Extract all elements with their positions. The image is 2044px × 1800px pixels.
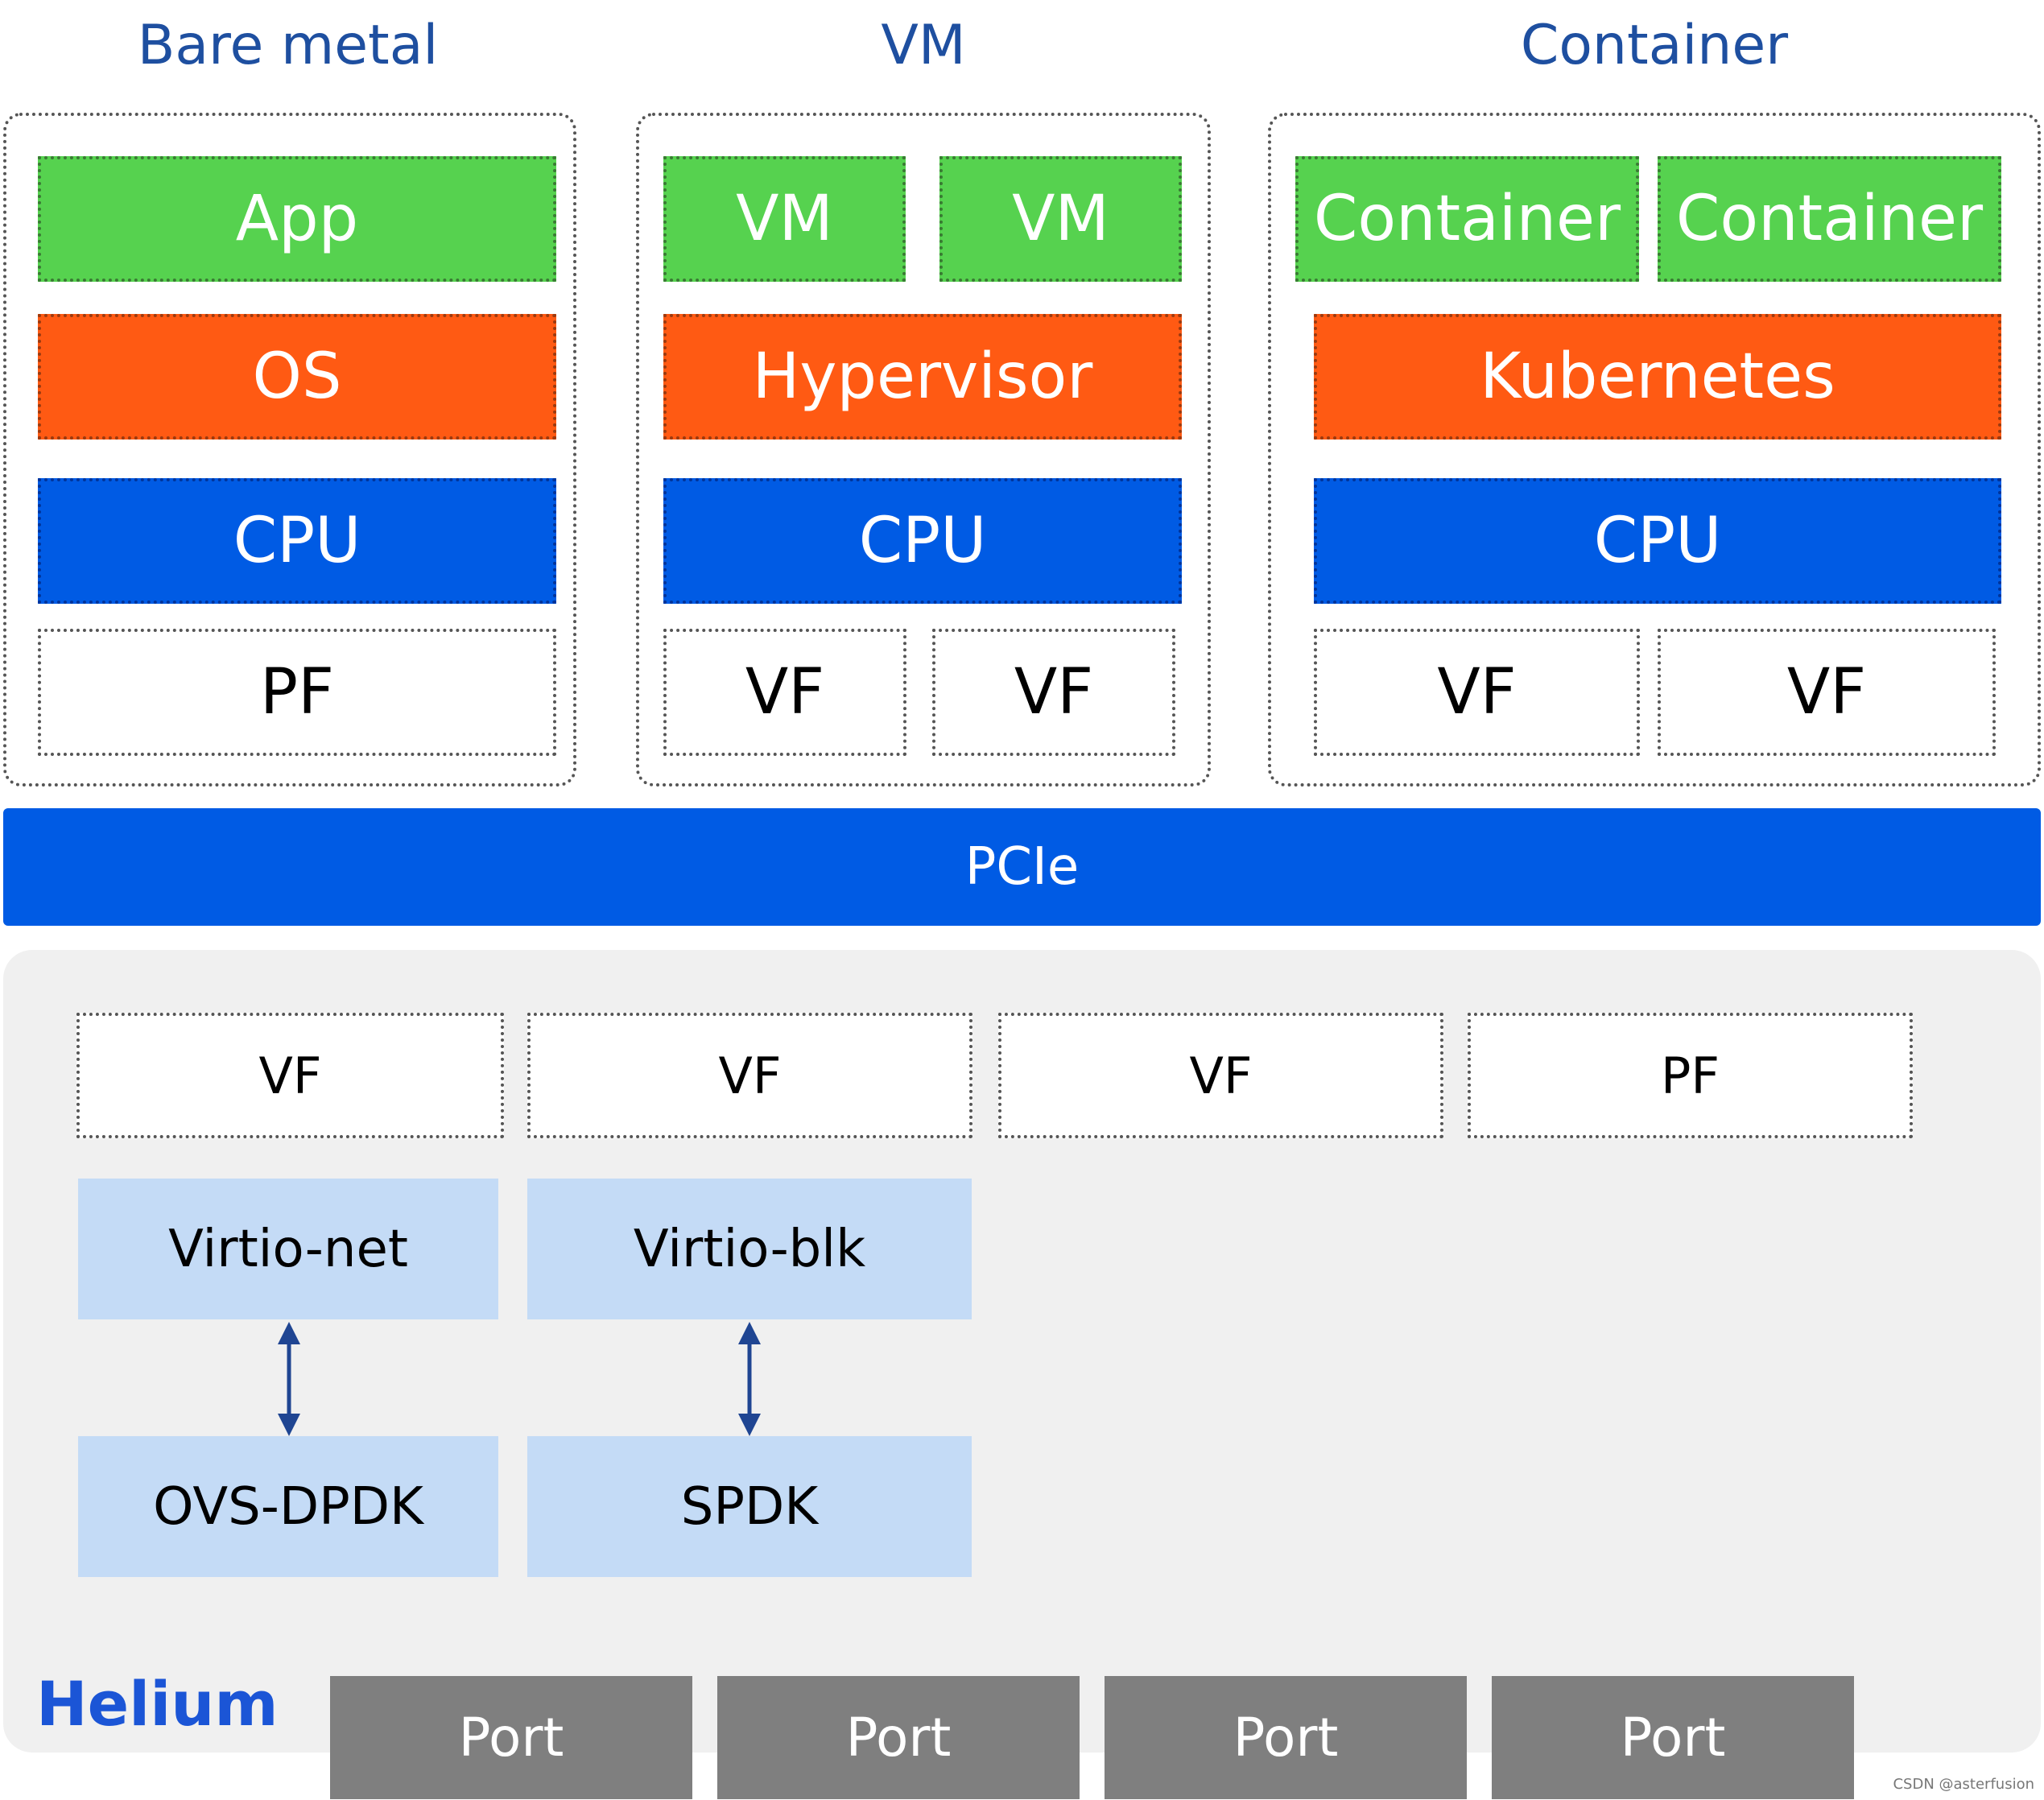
helium-vf-1: VF	[76, 1013, 504, 1138]
vf-block-container-2: VF	[1658, 629, 1996, 756]
helium-vf-2: VF	[527, 1013, 972, 1138]
port-1: Port	[330, 1676, 692, 1799]
container-block-1: Container	[1295, 156, 1639, 282]
virtio-blk-block: Virtio-blk	[527, 1179, 972, 1319]
bare-metal-title: Bare metal	[137, 14, 439, 77]
vm-block-2: VM	[939, 156, 1182, 282]
helium-vf-3: VF	[998, 1013, 1443, 1138]
helium-pf: PF	[1468, 1013, 1913, 1138]
cpu-block-bare-metal: CPU	[38, 478, 556, 604]
vf-block-container-1: VF	[1314, 629, 1640, 756]
port-4: Port	[1492, 1676, 1854, 1799]
spdk-block: SPDK	[527, 1436, 972, 1577]
port-2: Port	[717, 1676, 1080, 1799]
helium-label: Helium	[36, 1668, 279, 1740]
pcie-bus: PCIe	[3, 808, 2041, 926]
hypervisor-block: Hypervisor	[663, 314, 1182, 440]
cpu-block-vm: CPU	[663, 478, 1182, 604]
vf-block-vm-2: VF	[932, 629, 1175, 756]
virtio-net-ovs-arrow	[278, 1322, 300, 1436]
vm-title: VM	[881, 14, 966, 77]
ovs-dpdk-block: OVS-DPDK	[78, 1436, 498, 1577]
pf-block-bare-metal: PF	[38, 629, 556, 756]
app-block: App	[38, 156, 556, 282]
virtio-blk-spdk-arrow	[738, 1322, 761, 1436]
watermark: CSDN @asterfusion	[1893, 1776, 2034, 1793]
container-title: Container	[1520, 14, 1789, 77]
vf-block-vm-1: VF	[663, 629, 906, 756]
kubernetes-block: Kubernetes	[1314, 314, 2001, 440]
virtio-net-block: Virtio-net	[78, 1179, 498, 1319]
container-block-2: Container	[1658, 156, 2001, 282]
cpu-block-container: CPU	[1314, 478, 2001, 604]
vm-block-1: VM	[663, 156, 906, 282]
os-block: OS	[38, 314, 556, 440]
port-3: Port	[1105, 1676, 1467, 1799]
